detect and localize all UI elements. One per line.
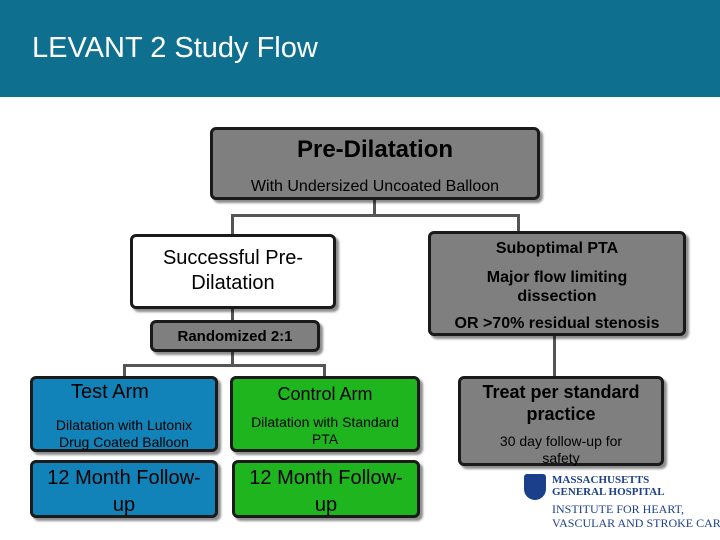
suboptimal-pta-box: Suboptimal PTA Major flow limiting disse… — [428, 231, 686, 336]
logo-line-3: INSTITUTE FOR HEART, — [552, 502, 685, 516]
successful-pre-dilatation-box: Successful Pre-Dilatation — [130, 234, 336, 309]
suboptimal-line2: OR >70% residual stenosis — [454, 315, 660, 332]
pre-dilatation-subtitle: With Undersized Uncoated Balloon — [250, 178, 500, 195]
header-bar: LEVANT 2 Study Flow — [0, 0, 720, 97]
test-arm-detail: Dilatation with Lutonix Drug Coated Ball… — [55, 417, 193, 450]
pre-dilatation-title: Pre-Dilatation — [296, 136, 454, 163]
control-arm-detail: Dilatation with Standard PTA — [251, 414, 399, 447]
standard-title: Treat per standard practice — [482, 382, 640, 424]
connector-success-down — [231, 307, 234, 321]
connector-suboptimal-down — [553, 334, 556, 378]
test-arm-box: Test Arm Dilatation with Lutonix Drug Co… — [30, 376, 218, 452]
connector-pre-down — [373, 198, 376, 216]
standard-practice-box: Treat per standard practice 30 day follo… — [458, 376, 664, 466]
control-arm-box: Control Arm Dilatation with Standard PTA — [230, 376, 420, 452]
mgh-logo: MASSACHUSETTS GENERAL HOSPITAL INSTITUTE… — [524, 474, 720, 530]
randomized-box: Randomized 2:1 — [150, 320, 320, 352]
logo-line-4: VASCULAR AND STROKE CARE — [552, 516, 720, 530]
control-arm-followup-box: 12 Month Follow-up — [232, 460, 420, 518]
connector-right-down — [517, 214, 520, 234]
mgh-seal-icon — [524, 474, 546, 500]
connector-rand-down — [231, 350, 234, 366]
test-arm-title: Test Arm — [71, 381, 149, 403]
logo-line-1: MASSACHUSETTS — [552, 474, 650, 486]
control-arm-title: Control Arm — [277, 384, 373, 404]
connector-arms-horizontal — [124, 364, 325, 367]
test-arm-followup: 12 Month Follow-up — [47, 467, 201, 516]
logo-line-2: GENERAL HOSPITAL — [552, 486, 665, 498]
control-arm-followup: 12 Month Follow-up — [249, 467, 403, 516]
pre-dilatation-box: Pre-Dilatation With Undersized Uncoated … — [210, 127, 540, 200]
connector-top-horizontal — [232, 214, 519, 217]
randomized-label: Randomized 2:1 — [177, 328, 293, 345]
page-title: LEVANT 2 Study Flow — [32, 32, 318, 64]
connector-test-down — [123, 364, 126, 378]
successful-title: Successful Pre-Dilatation — [162, 247, 304, 294]
suboptimal-line1: Major flow limiting dissection — [486, 269, 628, 305]
connector-left-down — [231, 214, 234, 237]
test-arm-followup-box: 12 Month Follow-up — [30, 460, 218, 518]
suboptimal-title: Suboptimal PTA — [495, 240, 619, 257]
connector-control-down — [323, 364, 326, 378]
standard-detail: 30 day follow-up for safety — [499, 433, 623, 466]
